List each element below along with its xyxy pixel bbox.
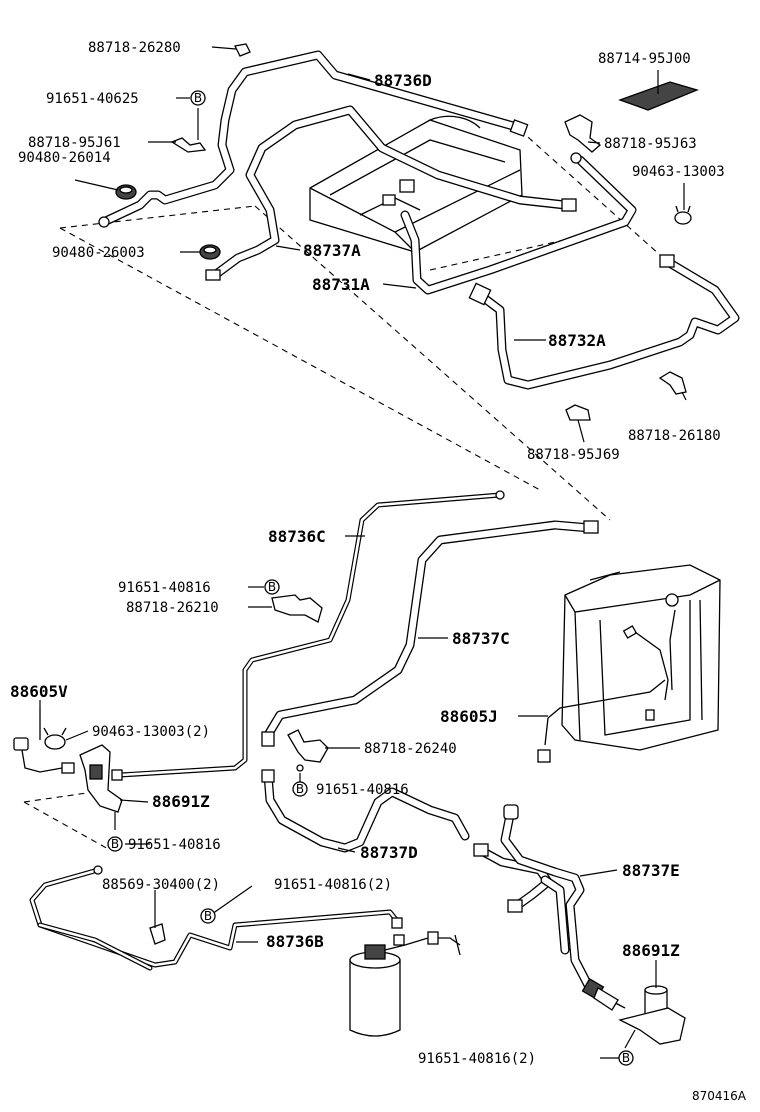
pipe-88737C — [261, 520, 599, 747]
clamp-88718-26240 — [287, 729, 329, 772]
dashed-reference-lines — [23, 129, 661, 851]
bolt-marker-icon: B — [190, 90, 206, 106]
heater-unit — [561, 564, 721, 751]
svg-text:B: B — [296, 782, 304, 796]
pipe-88737E — [473, 804, 593, 990]
evaporator-unit-top — [309, 115, 523, 253]
label-88714-95J00: 88714-95J00 — [598, 51, 691, 67]
pipe-88736B — [29, 865, 403, 971]
label-91651-40816-b: 91651-40816 — [316, 782, 409, 798]
bolt-marker-icon: B — [618, 1050, 634, 1066]
bolt-marker-icon: B — [264, 579, 280, 595]
clip-88569-30400 — [149, 923, 166, 945]
bracket-88691Z-left — [79, 744, 123, 813]
part-labels: 88718-26280 88736D 88714-95J00 91651-406… — [10, 40, 747, 1103]
label-88718-26180: 88718-26180 — [628, 428, 721, 444]
label-88691Z-b: 88691Z — [622, 941, 680, 960]
label-91651-40816-2: 91651-40816(2) — [274, 877, 392, 893]
clamp-88718-26280 — [234, 43, 251, 57]
grommet-90480-26003 — [199, 244, 221, 260]
clip-88718-26180 — [658, 371, 687, 395]
figure-reference: 870416A — [692, 1089, 747, 1103]
label-88736B: 88736B — [266, 932, 324, 951]
pipe-88732A — [468, 254, 740, 390]
pipe-88731A — [400, 152, 637, 295]
bolt-markers: B B B B B B — [107, 90, 634, 1066]
switch-88605V — [13, 708, 75, 774]
leader-lines — [39, 46, 687, 1059]
label-88718-95J69: 88718-95J69 — [527, 447, 620, 463]
svg-text:B: B — [111, 837, 119, 851]
label-91651-40625: 91651-40625 — [46, 91, 139, 107]
pipe-88736D — [98, 50, 529, 228]
label-88718-95J61: 88718-95J61 — [28, 135, 121, 151]
label-88737C: 88737C — [452, 629, 510, 648]
label-90463-13003: 90463-13003 — [632, 164, 725, 180]
label-91651-40816-2b: 91651-40816(2) — [418, 1051, 536, 1067]
clip-88718-95J61 — [170, 137, 207, 153]
label-plate-88714-95J00 — [618, 81, 699, 111]
pipe-88737D — [261, 769, 470, 853]
label-88718-26280: 88718-26280 — [88, 40, 181, 56]
label-88718-26240: 88718-26240 — [364, 741, 457, 757]
label-88731A: 88731A — [312, 275, 370, 294]
hose-clamp-90463-13003-2 — [43, 727, 67, 750]
label-88569-30400-2: 88569-30400(2) — [102, 877, 220, 893]
clamp-88718-95J63 — [564, 114, 602, 153]
clip-88718-95J69 — [565, 404, 591, 421]
label-90480-26003: 90480-26003 — [52, 245, 145, 261]
label-88605V: 88605V — [10, 682, 68, 701]
label-88736C: 88736C — [268, 527, 326, 546]
label-88732A: 88732A — [548, 331, 606, 350]
pipe-88736C — [111, 490, 505, 781]
label-88737A: 88737A — [303, 241, 361, 260]
svg-text:B: B — [622, 1051, 630, 1065]
label-88736D: 88736D — [374, 71, 432, 90]
svg-text:B: B — [194, 91, 202, 105]
label-90463-13003-2: 90463-13003(2) — [92, 724, 210, 740]
label-88718-95J63: 88718-95J63 — [604, 136, 697, 152]
label-91651-40816-a: 91651-40816 — [118, 580, 211, 596]
bolt-marker-icon: B — [292, 781, 308, 797]
svg-text:B: B — [204, 909, 212, 923]
wire-88605J — [537, 679, 666, 763]
label-90480-26014: 90480-26014 — [18, 150, 111, 166]
grommet-90480-26014 — [115, 184, 137, 200]
hose-clamp-90463-13003 — [674, 205, 692, 225]
evaporator-fitting — [399, 179, 415, 193]
bolt-marker-icon: B — [107, 836, 123, 852]
label-91651-40816-c: 91651-40816 — [128, 837, 221, 853]
label-88691Z-a: 88691Z — [152, 792, 210, 811]
svg-text:B: B — [268, 580, 276, 594]
bolt-marker-icon: B — [200, 908, 216, 924]
label-88737D: 88737D — [360, 843, 418, 862]
receiver-dryer — [349, 931, 461, 1037]
label-88718-26210: 88718-26210 — [126, 600, 219, 616]
bracket-88691Z-right — [581, 978, 686, 1045]
label-88605J: 88605J — [440, 707, 498, 726]
label-88737E: 88737E — [622, 861, 680, 880]
clamp-88718-26210 — [271, 594, 323, 623]
pipe-88737A — [205, 105, 577, 281]
